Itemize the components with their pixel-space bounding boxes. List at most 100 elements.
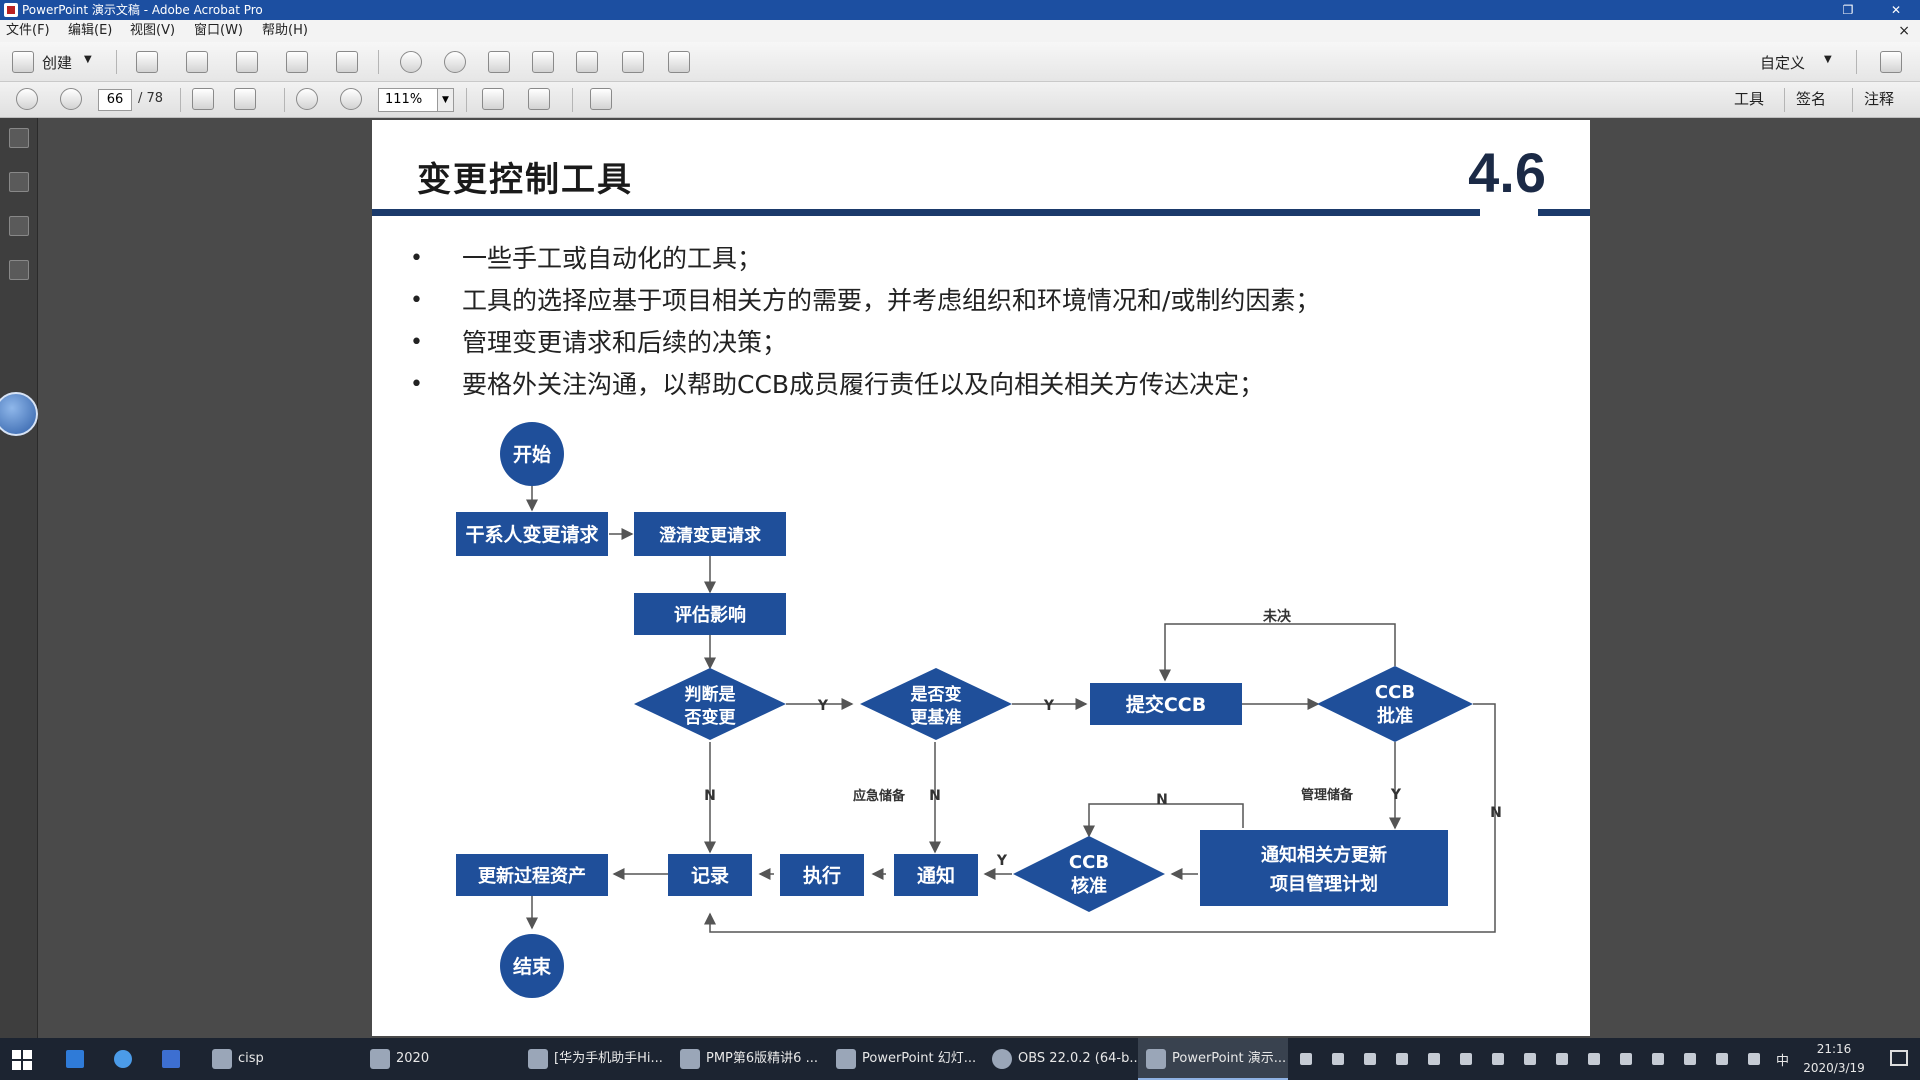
ccb-verify-label-line1: CCB (1069, 852, 1109, 873)
tools-pane-button[interactable]: 工具 (1734, 90, 1765, 108)
previous-page-icon[interactable] (16, 88, 38, 110)
create-menu[interactable]: 创建 (42, 54, 73, 72)
comment-icon[interactable] (444, 51, 466, 73)
ime-indicator[interactable]: 中 (1776, 1054, 1790, 1069)
chevron-down-icon[interactable]: ▼ (1824, 54, 1832, 65)
page-thumbnails-icon[interactable] (9, 128, 29, 148)
message-icon[interactable] (1684, 1053, 1696, 1065)
outlook-tray-icon[interactable] (1556, 1053, 1568, 1065)
stamp-icon[interactable] (488, 51, 510, 73)
print-icon[interactable] (236, 51, 258, 73)
hand-tool-icon[interactable] (234, 88, 256, 110)
document-icon[interactable] (576, 51, 598, 73)
tray-app-icon[interactable] (1332, 1053, 1344, 1065)
yes-label: Y (817, 698, 829, 714)
comment-pane-button[interactable]: 注释 (1864, 90, 1895, 108)
fit-page-icon[interactable] (528, 88, 550, 110)
restore-button[interactable]: ❐ (1842, 3, 1854, 17)
floating-assistant-icon[interactable] (0, 392, 38, 436)
taskbar-item-cisp[interactable]: cisp (204, 1038, 264, 1080)
no-label: N (1156, 792, 1168, 808)
change-baseline-label-line1: 是否变 (911, 684, 962, 705)
toolbar-divider (466, 88, 467, 112)
create-icon[interactable] (12, 51, 34, 73)
clock-date: 2020/3/19 (1803, 1061, 1865, 1075)
taskbar-item-2020[interactable]: 2020 (362, 1038, 429, 1080)
fit-width-icon[interactable] (482, 88, 504, 110)
menu-view[interactable]: 视图(V) (130, 23, 176, 38)
tray-app-icon[interactable] (1460, 1053, 1472, 1065)
taskbar-item-powerpoint-slides[interactable]: PowerPoint 幻灯... (828, 1038, 976, 1080)
battery-icon[interactable] (1716, 1053, 1728, 1065)
select-cursor-icon[interactable] (192, 88, 214, 110)
microphone-icon[interactable] (1428, 1053, 1440, 1065)
acrobat-app-icon (4, 3, 18, 17)
outlook-icon[interactable] (66, 1050, 84, 1068)
windows-start-icon[interactable] (12, 1050, 32, 1070)
signatures-icon[interactable] (9, 260, 29, 280)
slide-page: 变更控制工具 4.6 •一些手工或自动化的工具； •工具的选择应基于项目相关方的… (372, 120, 1590, 1036)
chevron-down-icon[interactable]: ▼ (84, 54, 92, 65)
close-window-button[interactable]: ✕ (1890, 3, 1902, 17)
customize-menu[interactable]: 自定义 (1760, 54, 1806, 72)
save-icon[interactable] (186, 51, 208, 73)
app-icon[interactable] (162, 1050, 180, 1068)
read-mode-icon[interactable] (590, 88, 612, 110)
open-icon[interactable] (136, 51, 158, 73)
sign-pane-button[interactable]: 签名 (1796, 90, 1827, 108)
edge-icon[interactable] (114, 1050, 132, 1068)
export-icon[interactable] (532, 51, 554, 73)
no-label: N (929, 788, 941, 804)
settings-icon[interactable] (400, 51, 422, 73)
end-node (500, 934, 564, 998)
pending-label: 未决 (1263, 608, 1292, 625)
security-icon[interactable] (668, 51, 690, 73)
tray-app-icon[interactable] (1524, 1053, 1536, 1065)
menu-edit[interactable]: 编辑(E) (68, 23, 113, 38)
pdf-icon (836, 1049, 856, 1069)
stakeholder-request-label: 干系人变更请求 (465, 523, 599, 546)
tray-app-icon[interactable] (1492, 1053, 1504, 1065)
tray-app-icon[interactable] (1620, 1053, 1632, 1065)
zoom-select[interactable]: 111% ▼ (378, 88, 454, 112)
system-clock[interactable]: 21:16 2020/3/19 (1794, 1040, 1874, 1078)
tray-check-icon[interactable] (1652, 1053, 1664, 1065)
toolbar-divider (1784, 88, 1785, 112)
menu-help[interactable]: 帮助(H) (262, 23, 308, 38)
next-page-icon[interactable] (60, 88, 82, 110)
bullet-text: 要格外关注沟通，以帮助CCB成员履行责任以及向相关相关方传达决定； (462, 370, 1265, 399)
email-icon[interactable] (336, 51, 358, 73)
tray-chevron-icon[interactable] (1300, 1053, 1312, 1065)
menu-window[interactable]: 窗口(W) (194, 23, 243, 38)
bluetooth-icon[interactable] (1588, 1053, 1600, 1065)
submit-ccb-box (1090, 683, 1242, 725)
attachments-icon[interactable] (9, 216, 29, 236)
taskbar-item-pmp[interactable]: PMP第6版精讲6 ... (672, 1038, 818, 1080)
bullet-list: •一些手工或自动化的工具； •工具的选择应基于项目相关方的需要，并考虑组织和环境… (410, 238, 1320, 406)
close-document-button[interactable]: × (1898, 23, 1910, 39)
tray-network-icon[interactable] (1364, 1053, 1376, 1065)
taskbar-item-huawei[interactable]: [华为手机助手Hi... (520, 1038, 663, 1080)
notify-update-plan-box (1200, 830, 1448, 906)
fullscreen-icon[interactable] (1880, 51, 1902, 73)
menu-file[interactable]: 文件(F) (6, 23, 50, 38)
ccb-approve-label-line2: 批准 (1377, 705, 1413, 727)
execute-box (780, 854, 864, 896)
edit-icon[interactable] (286, 51, 308, 73)
bullet-text: 一些手工或自动化的工具； (462, 244, 763, 273)
record-label: 记录 (691, 865, 729, 887)
bookmarks-icon[interactable] (9, 172, 29, 192)
taskbar-item-powerpoint-presentation[interactable]: PowerPoint 演示... (1138, 1038, 1288, 1080)
toolbar-divider (1852, 88, 1853, 112)
zoom-out-icon[interactable] (296, 88, 318, 110)
page-number-input[interactable]: 66 (98, 89, 132, 111)
update-assets-label: 更新过程资产 (478, 865, 586, 887)
action-center-icon[interactable] (1890, 1050, 1908, 1066)
compare-icon[interactable] (622, 51, 644, 73)
chevron-down-icon[interactable]: ▼ (437, 89, 453, 111)
title-underline (372, 209, 1480, 216)
zoom-in-icon[interactable] (340, 88, 362, 110)
tray-shield-icon[interactable] (1396, 1053, 1408, 1065)
wifi-icon[interactable] (1748, 1053, 1760, 1065)
taskbar-item-obs[interactable]: OBS 22.0.2 (64-b... (984, 1038, 1142, 1080)
